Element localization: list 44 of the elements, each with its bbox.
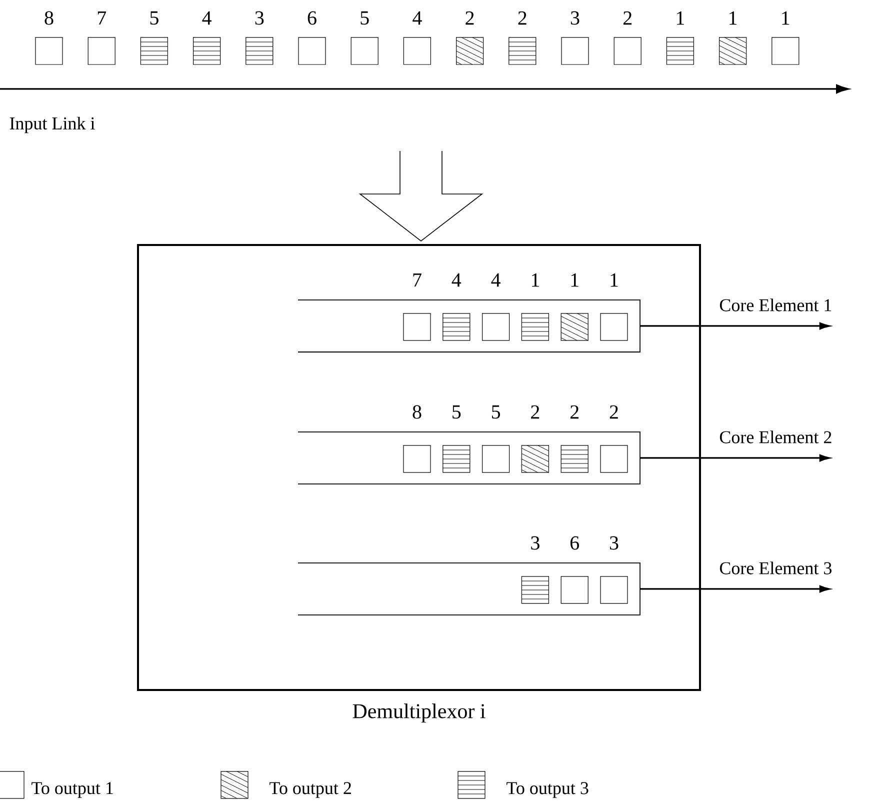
cell-number: 7: [98, 11, 106, 25]
cell-number: 8: [44, 11, 54, 25]
cell-number: 6: [308, 11, 316, 25]
cell-number: 3: [610, 536, 618, 550]
arrow: [640, 322, 830, 330]
cell-number: 2: [570, 405, 578, 419]
cell-number: 1: [676, 11, 684, 25]
cell-number: 1: [730, 11, 737, 25]
queue: [298, 432, 640, 484]
cell-number: 3: [570, 11, 580, 25]
cell-number: 4: [452, 273, 462, 287]
node-label: Demultiplexor i: [352, 704, 486, 723]
cell-number: 5: [150, 11, 158, 25]
cell-number: 4: [202, 11, 212, 25]
cell-number: 1: [782, 11, 790, 25]
core-element-label: Core Element 3: [720, 562, 832, 574]
cell-number: 1: [532, 273, 539, 287]
cell-number: 2: [623, 11, 632, 25]
cell-number: 1: [571, 273, 578, 287]
cell-number: 5: [492, 405, 500, 419]
cell-number: 2: [518, 11, 526, 25]
cell-number: 1: [610, 273, 618, 287]
cell-number: 4: [412, 11, 422, 25]
cell-number: 5: [360, 11, 369, 25]
core-element-label: Core Element 2: [720, 430, 832, 444]
cell-number: 2: [610, 405, 618, 419]
cell-number: 2: [531, 405, 540, 419]
link-label: Input Link i: [10, 116, 95, 134]
legend-label: To output 3: [506, 782, 588, 798]
core-element-label: Core Element 1: [720, 298, 832, 312]
legend-label: To output 1: [32, 782, 113, 798]
cell-number: 4: [491, 273, 500, 287]
queue: [298, 562, 640, 616]
cell-number: 3: [531, 536, 540, 550]
cell-number: 2: [466, 11, 474, 25]
cell-number: 8: [412, 405, 422, 419]
queue: [298, 300, 640, 352]
cell-number: 7: [413, 273, 422, 287]
arrow: [640, 454, 830, 462]
cell-number: 3: [255, 11, 264, 25]
legend-label: To output 2: [270, 782, 351, 798]
cell-number: 5: [452, 405, 461, 419]
cell-number: 6: [570, 536, 580, 550]
arrow: [640, 585, 830, 593]
